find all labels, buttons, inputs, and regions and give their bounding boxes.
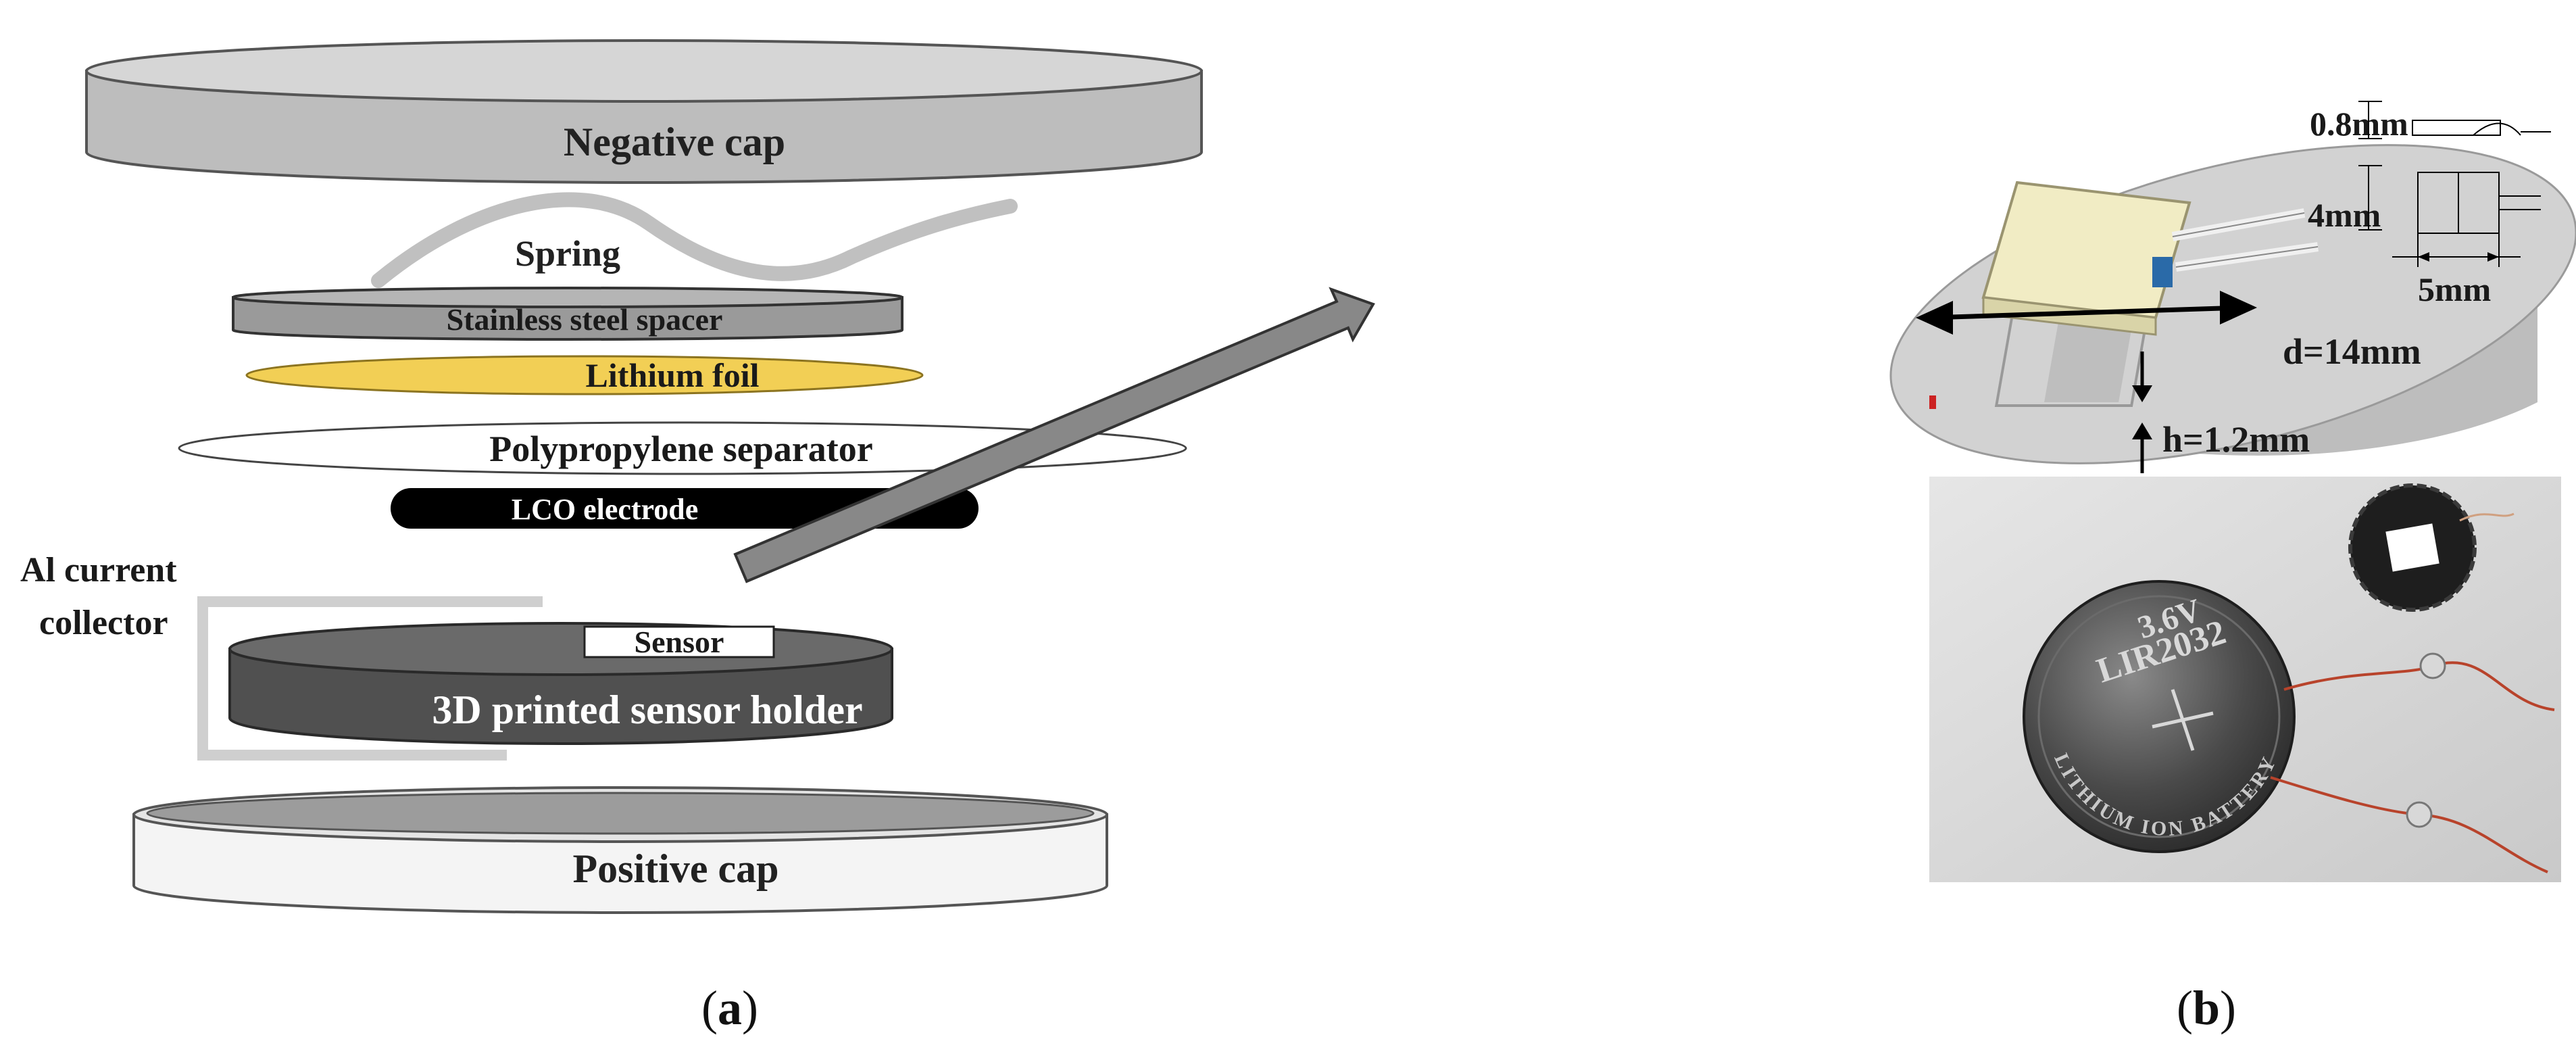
polypropylene-separator: Polypropylene separator (178, 421, 1187, 475)
positive-cap: Positive cap (132, 786, 1108, 914)
thickness-label: 0.8mm (2310, 105, 2408, 143)
black-holder-disc (2348, 483, 2515, 612)
positive-cap-label: Positive cap (573, 846, 779, 891)
al-collector-label-line1: Al current (20, 551, 177, 589)
panel-b: d=14mm h=1.2mm 0.8mm 4mm (1889, 101, 2576, 1035)
sensor-holder-label: 3D printed sensor holder (432, 688, 862, 732)
sensor-holder: Sensor 3D printed sensor holder (228, 622, 893, 745)
lithium-foil-label: Lithium foil (586, 356, 760, 394)
spacer-label: Stainless steel spacer (447, 302, 723, 337)
sensor-chip (1981, 180, 2319, 336)
sensor: Sensor (583, 625, 775, 659)
diameter-label: d=14mm (2283, 331, 2421, 372)
lco-electrode-label: LCO electrode (512, 493, 699, 526)
sensor-label: Sensor (635, 625, 724, 659)
stainless-steel-spacer: Stainless steel spacer (232, 287, 903, 341)
panel-b-label: (b) (2177, 981, 2236, 1035)
pointer-arrow (733, 287, 1375, 583)
width-label: 4mm (2308, 196, 2381, 234)
length-label: 5mm (2418, 270, 2491, 308)
height-arrows (2132, 352, 2152, 473)
al-collector-label-line2: collector (39, 604, 168, 642)
height-label: h=1.2mm (2162, 419, 2310, 460)
diameter-arrow (1916, 291, 2257, 335)
negative-cap-label: Negative cap (564, 120, 785, 164)
spring-label: Spring (515, 233, 620, 274)
negative-cap: Negative cap (85, 39, 1203, 184)
panel-a: Negative cap Spring Stainless steel spac… (20, 39, 1375, 1035)
battery-photo: 3.6V LIR2032 LITHIUM ION BATTERY (1929, 477, 2561, 882)
separator-label: Polypropylene separator (489, 429, 872, 469)
lithium-foil: Lithium foil (245, 355, 924, 395)
sensor-dimension-drawing: 0.8mm 4mm 5mm (2308, 101, 2551, 308)
al-current-collector: Al current collector (20, 551, 543, 761)
battery-plus-mark (2152, 689, 2214, 751)
panel-a-label: (a) (701, 981, 758, 1035)
sensor-disc-render: d=14mm h=1.2mm (1889, 144, 2576, 473)
spring: Spring (371, 192, 1018, 288)
